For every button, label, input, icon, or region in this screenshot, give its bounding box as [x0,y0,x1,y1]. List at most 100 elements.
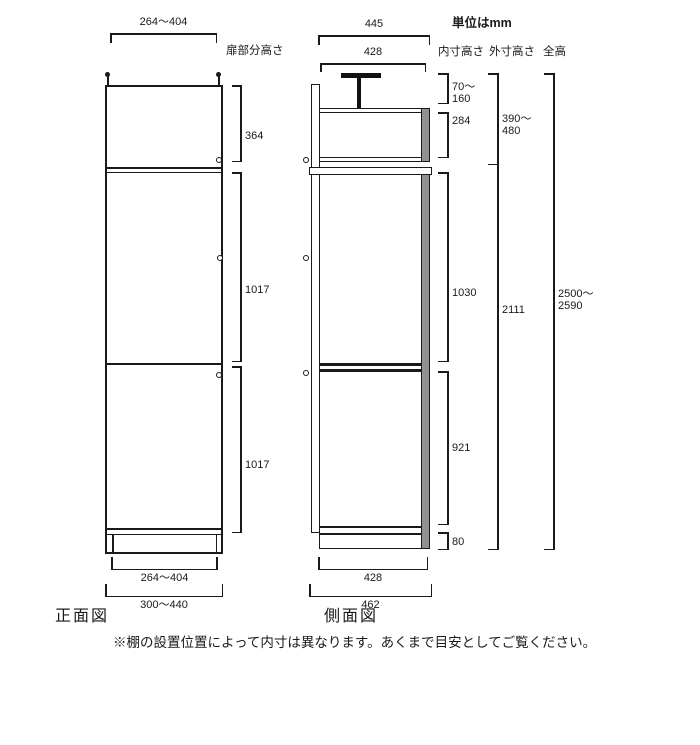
shelf-board-line [320,362,421,366]
bracket-hook [438,172,448,174]
bracket-hook [544,548,554,550]
bracket-line [240,85,242,162]
bracket-hook [232,531,241,533]
front-divider-line [105,363,223,365]
kick-plate-line [112,535,114,554]
dimension-tick [105,584,107,597]
dimension-tick [309,584,311,597]
dimension-tick [318,557,320,570]
side-upper-unit [319,108,430,162]
total-height-value: 2500～ 2590 [558,288,594,312]
bracket-line [447,532,449,550]
bracket-line [553,73,555,550]
bracket-hook [544,73,554,75]
bracket-hook [438,548,448,550]
dimension-line [105,595,223,597]
door-knob-icon [303,157,309,163]
side-bottom-outer-depth-value: 462 [361,599,380,611]
front-door-height-value: 1017 [245,284,270,296]
dimension-tick [320,63,322,72]
outer-height-value: 2111 [502,304,525,316]
inner-height-value: 70～ 160 [452,81,476,105]
inner-height-value: 284 [452,115,471,127]
dimension-tick [221,584,223,597]
tension-pin-stem [217,76,220,85]
bracket-line [240,172,242,362]
dimension-tick [430,584,432,597]
dimension-line [318,35,430,37]
board-line [320,526,421,528]
bracket-hook [438,532,448,534]
door-knob-icon [303,255,309,261]
front-divider-line [105,167,223,169]
front-bottom-board-line [105,533,223,535]
bracket-hook [438,112,448,114]
side-back-panel [421,174,430,549]
front-top-width-value: 264～404 [139,16,188,28]
footnote: ※棚の設置位置によって内寸は異なります。あくまで目安としてご覧ください。 [113,635,597,650]
door-height-header: 扉部分高さ [226,45,284,57]
bracket-hook [438,371,448,373]
dimension-line [111,568,218,570]
bracket-hook [232,160,241,162]
dimension-tick [110,33,112,43]
tension-pin-stem [106,76,109,85]
inner-height-value: 921 [452,442,471,454]
dimension-tick [215,33,217,43]
front-view-label: 正面図 [55,608,110,625]
side-view-label: 側面図 [324,608,379,625]
unit-note: 単位はmm [452,16,512,30]
bracket-line [447,112,449,158]
side-upper-back-panel [421,108,430,162]
outer-height-header: 外寸高さ [489,46,535,58]
door-knob-icon [216,372,222,378]
side-top-inner-depth-value: 428 [363,46,383,58]
tension-pin-icon [216,72,221,77]
front-cabinet-outline [105,85,223,554]
door-knob-icon [216,157,222,163]
dimension-line [320,63,426,65]
front-divider-line [105,171,223,173]
side-main-unit [319,174,430,549]
board-line [320,533,421,535]
tension-pin-icon [105,72,110,77]
bracket-line [447,73,449,104]
bracket-line [447,172,449,362]
front-bottom-board-line [105,528,223,530]
bracket-hook [488,548,498,550]
dimension-line [318,568,428,570]
front-bottom-outer-width-value: 300～440 [140,599,188,611]
bracket-hook [232,360,241,362]
dimension-tick [318,35,320,45]
bracket-hook [488,73,498,75]
shelf-board-line [320,369,421,372]
side-top-outer-depth-value: 445 [364,18,384,30]
bracket-line [447,371,449,525]
kick-plate-line [215,535,217,554]
board-line [320,156,429,158]
bracket-line [240,366,242,533]
front-door-height-value: 1017 [245,459,270,471]
dimension-line [110,33,217,35]
board-line [320,112,429,114]
tension-rod-stem-icon [357,78,361,109]
door-knob-icon [303,370,309,376]
inner-height-value: 80 [452,536,465,548]
bracket-hook [232,366,241,368]
dimension-tick [426,557,428,570]
dimension-tick [424,63,426,72]
tension-rod-bar-icon [341,73,381,78]
bracket-hook [232,85,241,87]
front-bottom-inner-width-value: 264～404 [140,572,189,584]
side-bottom-inner-depth-value: 428 [363,572,383,584]
dimension-line [309,595,432,597]
outer-height-value: 390～ 480 [502,113,532,137]
total-height-header: 全高 [543,46,566,58]
bracket-hook [438,73,448,75]
bracket-line [497,73,499,550]
door-knob-icon [217,255,223,261]
dimension-tick [428,35,430,45]
front-door-height-value: 364 [245,130,264,142]
bracket-hook [438,523,448,525]
